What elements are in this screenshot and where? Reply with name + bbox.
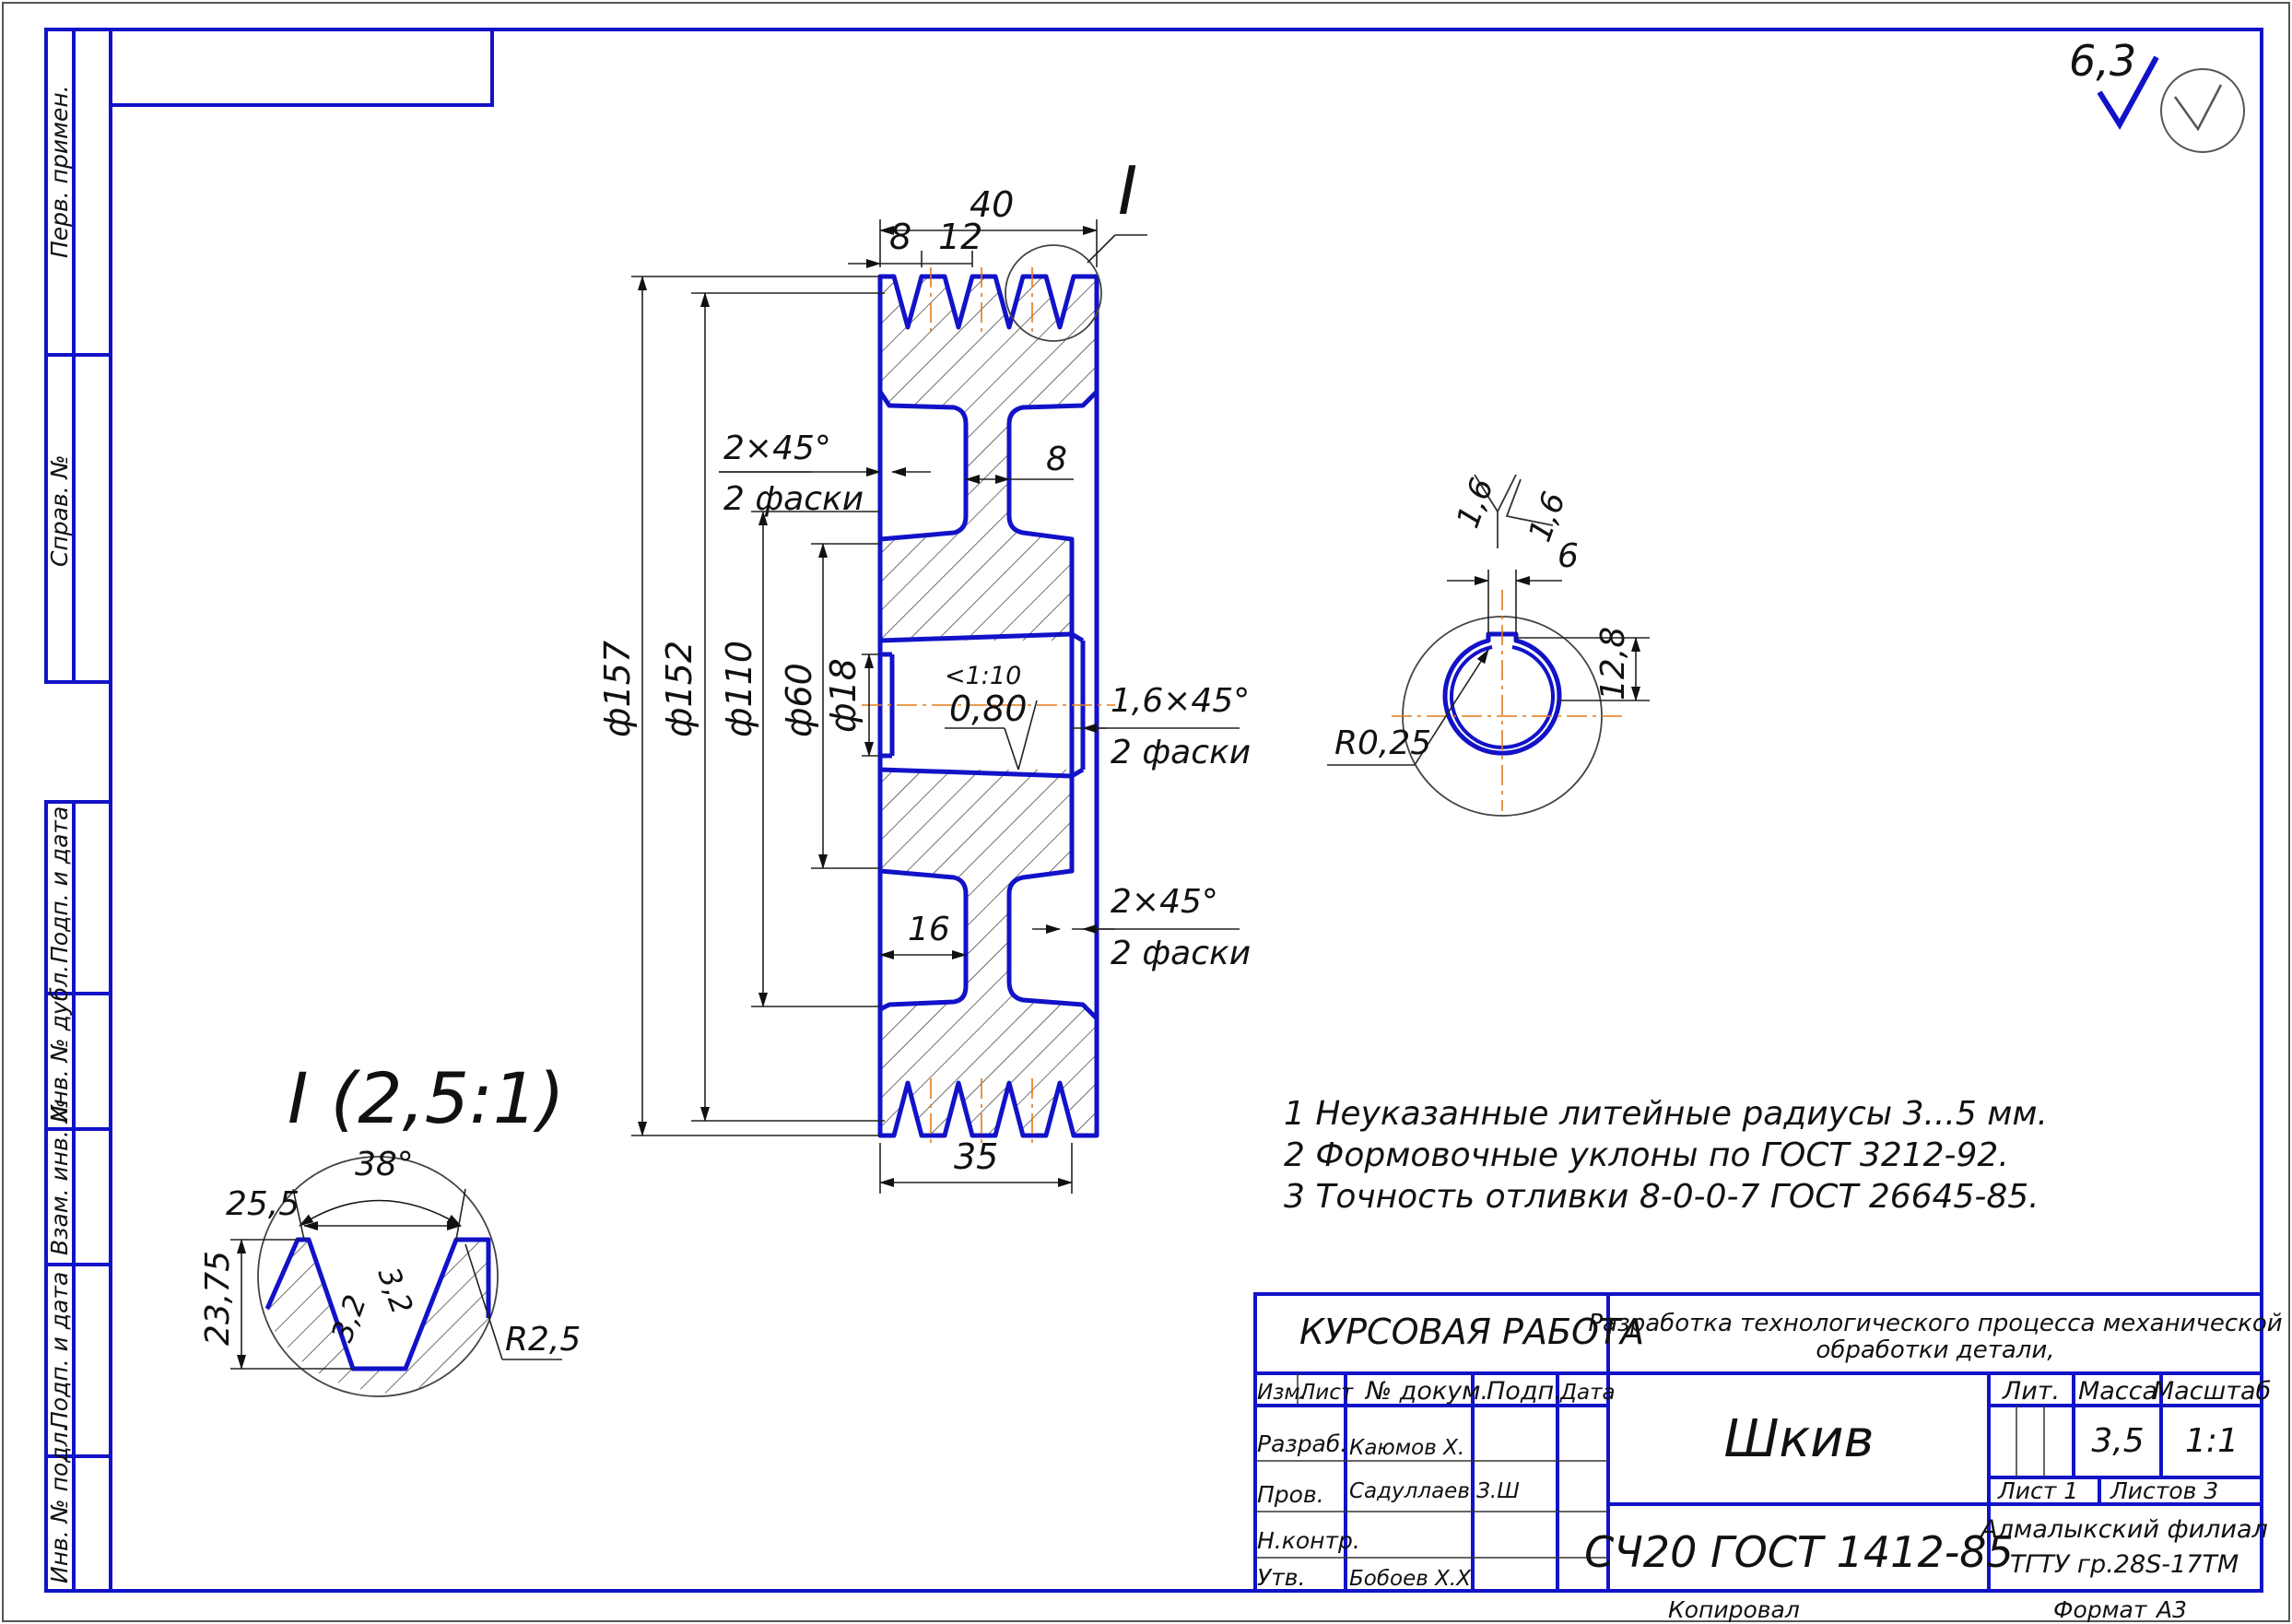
dim-chamfer-low-count: 2 фаски [1111,935,1251,972]
side-label-inv-podl: Инв. № подл. [46,1425,73,1583]
note-3: 3 Точность отливки 8-0-0-7 ГОСТ 26645-85… [1284,1178,2039,1216]
tb-format-value: А3 [2155,1596,2187,1623]
dim-chamfer-low: 2×45° [1111,883,1218,921]
detail-dim-23-75: 23,75 [199,1251,237,1346]
dim-taper: <1:10 [945,662,1021,690]
tb-hdr-data: Дата [1559,1381,1616,1405]
tb-listov: Листов 3 [2110,1477,2218,1504]
technical-notes: 1 Неуказанные литейные радиусы 3...5 мм.… [1284,1095,2048,1216]
tb-name-prov: Садуллаев З.Ш [1349,1479,1520,1503]
tb-name-utv: Бобоев Х.Х [1349,1567,1472,1591]
detail-roughness-2: 3,2 [324,1290,373,1347]
title-block: КУРСОВАЯ РАБОТА Разработка технологическ… [1253,1292,2283,1623]
detail-view-I: I (2,5:1) 38° 25,5 23,75 3,2 3,2 R2,5 [199,1057,581,1397]
tb-org-line2: ТГТУ гр.28S-17ТМ [2010,1550,2239,1579]
roughness-symbol: 6,3 [2069,36,2245,153]
keyway-roughness-1: 1,6 [1450,474,1501,533]
dim-chamfer-top-count: 2 фаски [723,480,864,518]
detail-dim-angle: 38° [355,1146,414,1183]
tb-material: СЧ20 ГОСТ 1412-85 [1584,1527,2014,1577]
left-strip-lower [44,800,112,1593]
tb-role-prov: Пров. [1257,1481,1324,1508]
keyway-section-view: 6 1,6 1,6 12,8 R0,25 [1327,474,1650,817]
detail-dim-25-5: 25,5 [226,1185,300,1223]
tb-hdr-massa: Масса [2078,1377,2157,1406]
tb-kopiroval: Копировал [1668,1596,1800,1623]
top-left-stamp-box [109,28,494,107]
tb-format-label: Формат [2053,1596,2148,1623]
detail-radius: R2,5 [505,1321,581,1359]
dim-d18: ф18 [823,658,864,733]
tb-role-razrab: Разраб. [1257,1430,1347,1457]
dim-d60: ф60 [779,663,819,737]
tb-hdr-izm: Изм. [1257,1381,1307,1405]
tb-name-razrab: Каюмов Х. [1349,1436,1464,1460]
note-2: 2 Формовочные уклоны по ГОСТ 3212-92. [1284,1136,2009,1174]
dim-chamfer-top: 2×45° [723,430,831,467]
pulley-section-view: I 40 8 12 2×45° 2 фаски 8 ф157 ф152 [597,152,1251,1194]
dim-chamfer-mid: 1,6×45° [1111,682,1250,720]
tb-hdr-list: Лист [1299,1381,1354,1405]
keyway-dim-6: 6 [1557,537,1579,575]
tb-role-nkontr: Н.контр. [1257,1527,1360,1554]
detail-roughness-1: 3,2 [370,1263,419,1319]
side-label-perv-primen: Перв. примен. [46,85,73,258]
side-label-podp-data-1: Подп. и дата [46,806,73,963]
tb-hdr-lit: Лит. [2002,1377,2060,1406]
dim-chamfer-mid-count: 2 фаски [1111,734,1251,771]
tb-hdr-masshtab: Масштаб [2153,1377,2271,1406]
tb-list: Лист 1 [1997,1477,2078,1504]
tb-org-line1: Алмалыкский филиал [1979,1515,2268,1544]
dim-8-top: 8 [889,217,911,257]
detail-callout-circle [1005,244,1102,342]
dim-35: 35 [954,1136,998,1177]
note-1: 1 Неуказанные литейные радиусы 3...5 мм. [1284,1095,2048,1133]
roughness-value: 6,3 [2069,36,2136,86]
dim-8-right: 8 [1046,441,1067,478]
side-label-podp-data-2: Подп. и дата [46,1272,73,1429]
tb-role-utv: Утв. [1257,1564,1305,1591]
dim-roughness-080: 0,80 [949,688,1028,729]
tb-doc-type: КУРСОВАЯ РАБОТА [1299,1312,1644,1352]
tb-project-line2: обработки детали, [1816,1336,2054,1364]
detail-title: I (2,5:1) [288,1057,565,1139]
side-label-inv-dubl: Инв. № дубл. [46,965,73,1123]
dim-d110: ф110 [719,641,759,737]
dim-16: 16 [908,911,950,948]
dim-d152: ф152 [659,641,699,737]
tb-part-name: Шкив [1723,1409,1874,1469]
side-label-vzam-inv: Взам. инв. № [46,1099,73,1255]
tb-hdr-docum: № докум. [1364,1377,1488,1406]
side-label-sprav-no: Справ. № [46,454,73,567]
tb-project-line1: Разработка технологического процесса мех… [1588,1310,2282,1337]
dim-12: 12 [938,217,982,257]
main-frame [44,28,2263,1593]
tb-masshtab: 1:1 [2185,1422,2239,1460]
dim-d157: ф157 [597,641,638,737]
keyway-radius: R0,25 [1334,724,1431,762]
tb-massa: 3,5 [2091,1422,2144,1460]
dim-40: 40 [970,184,1014,225]
tb-hdr-podp: Подп. [1487,1377,1562,1406]
keyway-dim-12-8: 12,8 [1594,627,1632,700]
section-mark-label: I [1118,152,1137,229]
